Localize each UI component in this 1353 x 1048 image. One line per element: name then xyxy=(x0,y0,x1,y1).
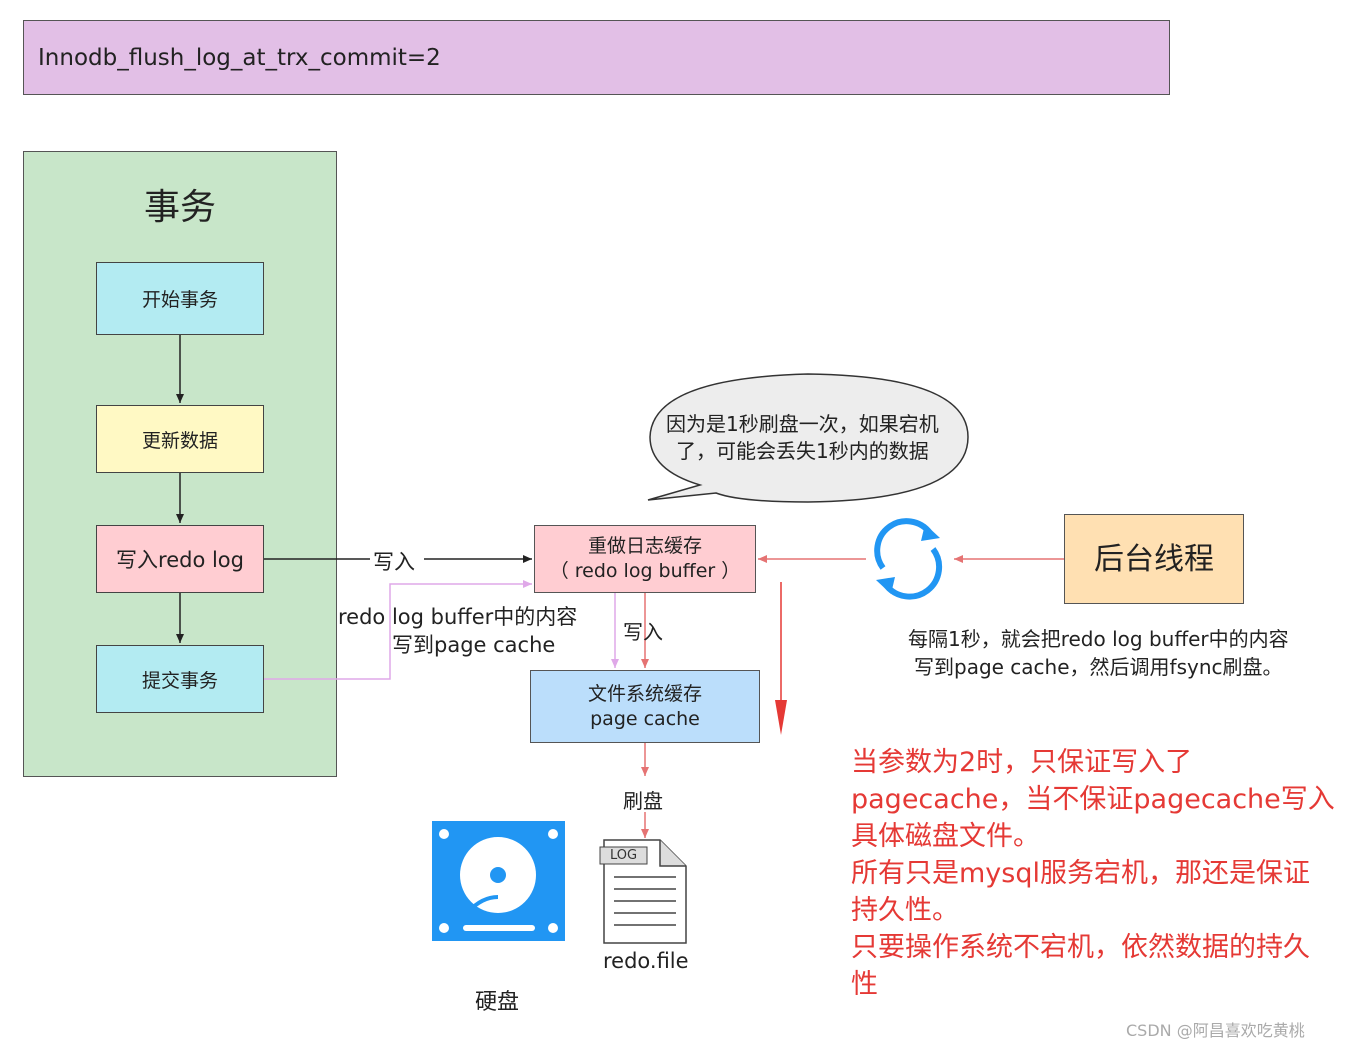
red-note-line: 所有只是mysql服务宕机，那还是保证 xyxy=(851,858,1310,889)
hard-disk-icon xyxy=(432,821,565,941)
bubble-line2: 了，可能会丢失1秒内的数据 xyxy=(676,439,929,463)
config-header-text: Innodb_flush_log_at_trx_commit=2 xyxy=(38,44,441,71)
background-thread-label: 后台线程 xyxy=(1094,541,1214,577)
red-note-line: 只要操作系统不宕机，依然数据的持久 xyxy=(851,932,1310,963)
label-commit-note-line1: redo log buffer中的内容 xyxy=(338,605,578,629)
redo-log-buffer-subtitle: （ redo log buffer ） xyxy=(549,560,741,582)
red-explanation: 当参数为2时，只保证写入了 pagecache，当不保证pagecache写入 … xyxy=(851,744,1335,1003)
step-commit-transaction: 提交事务 xyxy=(96,645,264,713)
red-note-line: 当参数为2时，只保证写入了 xyxy=(851,747,1193,778)
label-flush: 刷盘 xyxy=(623,789,663,813)
sync-icon xyxy=(874,518,943,600)
page-cache-box: 文件系统缓存 page cache xyxy=(530,670,760,743)
transaction-title: 事务 xyxy=(143,187,216,228)
redo-log-buffer-title: 重做日志缓存 xyxy=(587,535,702,557)
background-thread-box: 后台线程 xyxy=(1064,514,1244,604)
warning-bubble xyxy=(647,373,969,503)
big-red-arrow-head xyxy=(775,700,787,735)
red-note-line: 具体磁盘文件。 xyxy=(851,821,1040,852)
thread-note-line1: 每隔1秒，就会把redo log buffer中的内容 xyxy=(908,627,1289,651)
redo-log-buffer-box: 重做日志缓存 （ redo log buffer ） xyxy=(534,525,756,593)
label-write-in: 写入 xyxy=(373,550,415,574)
red-note-line: 持久性。 xyxy=(851,895,959,926)
log-tag-label: LOG xyxy=(609,848,638,863)
step-write-redo-log: 写入redo log xyxy=(96,525,264,593)
page-cache-subtitle: page cache xyxy=(590,707,700,730)
step-update-data: 更新数据 xyxy=(96,405,264,473)
log-file-icon xyxy=(599,839,687,944)
label-redo-file: redo.file xyxy=(603,949,689,973)
label-write-down: 写入 xyxy=(623,620,663,644)
page-cache-title: 文件系统缓存 xyxy=(587,682,702,705)
thread-note-line2: 写到page cache，然后调用fsync刷盘。 xyxy=(914,655,1283,679)
step-begin-transaction: 开始事务 xyxy=(96,262,264,335)
arrow-commit-to-buffer xyxy=(264,580,532,680)
red-note-line: pagecache，当不保证pagecache写入 xyxy=(851,784,1335,815)
bubble-line1: 因为是1秒刷盘一次，如果宕机 xyxy=(666,412,939,436)
label-commit-note-line2: 写到page cache xyxy=(392,633,556,657)
label-disk: 硬盘 xyxy=(475,990,520,1015)
watermark: CSDN @阿昌喜欢吃黄桃 xyxy=(1126,1021,1305,1040)
config-header: Innodb_flush_log_at_trx_commit=2 xyxy=(23,20,1170,95)
red-note-line: 性 xyxy=(851,969,878,1000)
